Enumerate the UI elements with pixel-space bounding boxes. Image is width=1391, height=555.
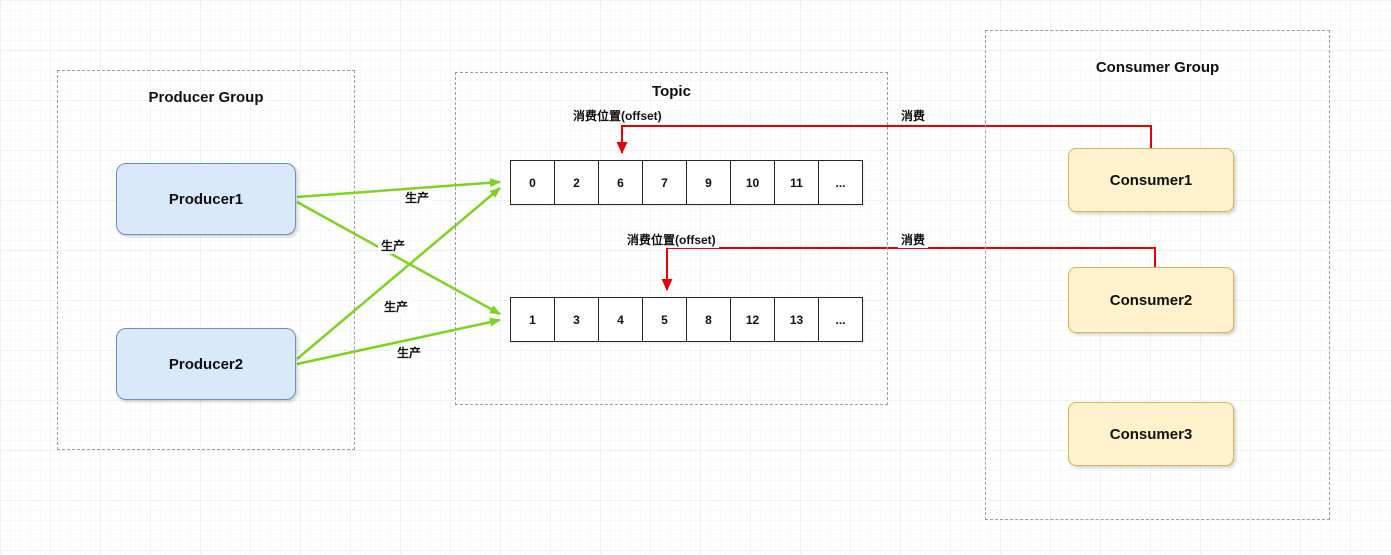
consumer1-label: Consumer1 (1109, 171, 1193, 189)
topic-title: Topic (652, 83, 691, 100)
consume-label-2: 消费 (898, 233, 929, 248)
offset-label-partition2: 消费位置(offset) (624, 233, 719, 248)
consumer3-label: Consumer3 (1109, 425, 1193, 443)
topic-container: Topic (455, 72, 888, 405)
partition2-cell: ... (818, 297, 863, 342)
consumer-group-container: Consumer Group (985, 30, 1330, 520)
consumer2-label: Consumer2 (1109, 291, 1193, 309)
partition2-cell: 8 (686, 297, 731, 342)
producer1-label: Producer1 (168, 190, 244, 208)
partition2-cell: 4 (598, 297, 643, 342)
produce-label-3: 生产 (381, 300, 412, 315)
consumer-group-title: Consumer Group (1095, 59, 1220, 76)
partition2-cell: 12 (730, 297, 775, 342)
topic-partition-2: 1 3 4 5 8 12 13 ... (510, 297, 863, 342)
producer-group-container: Producer Group (57, 70, 355, 450)
offset-label-partition1: 消费位置(offset) (570, 109, 665, 124)
producer-group-title: Producer Group (148, 89, 264, 106)
topic-partition-1: 0 2 6 7 9 10 11 ... (510, 160, 863, 205)
producer1-node: Producer1 (116, 163, 296, 235)
partition1-cell: 6 (598, 160, 643, 205)
partition1-cell: 9 (686, 160, 731, 205)
produce-label-1: 生产 (402, 191, 433, 206)
producer2-node: Producer2 (116, 328, 296, 400)
partition1-cell: 10 (730, 160, 775, 205)
partition1-cell: ... (818, 160, 863, 205)
partition1-cell: 7 (642, 160, 687, 205)
producer2-label: Producer2 (168, 355, 244, 373)
partition2-cell: 1 (510, 297, 555, 342)
produce-label-2: 生产 (378, 239, 409, 254)
consumer2-node: Consumer2 (1068, 267, 1234, 333)
partition2-cell: 13 (774, 297, 819, 342)
consumer1-node: Consumer1 (1068, 148, 1234, 212)
partition1-cell: 0 (510, 160, 555, 205)
produce-label-4: 生产 (394, 346, 425, 361)
partition2-cell: 3 (554, 297, 599, 342)
partition1-cell: 2 (554, 160, 599, 205)
consumer3-node: Consumer3 (1068, 402, 1234, 466)
consume-label-1: 消费 (898, 109, 929, 124)
partition2-cell: 5 (642, 297, 687, 342)
partition1-cell: 11 (774, 160, 819, 205)
